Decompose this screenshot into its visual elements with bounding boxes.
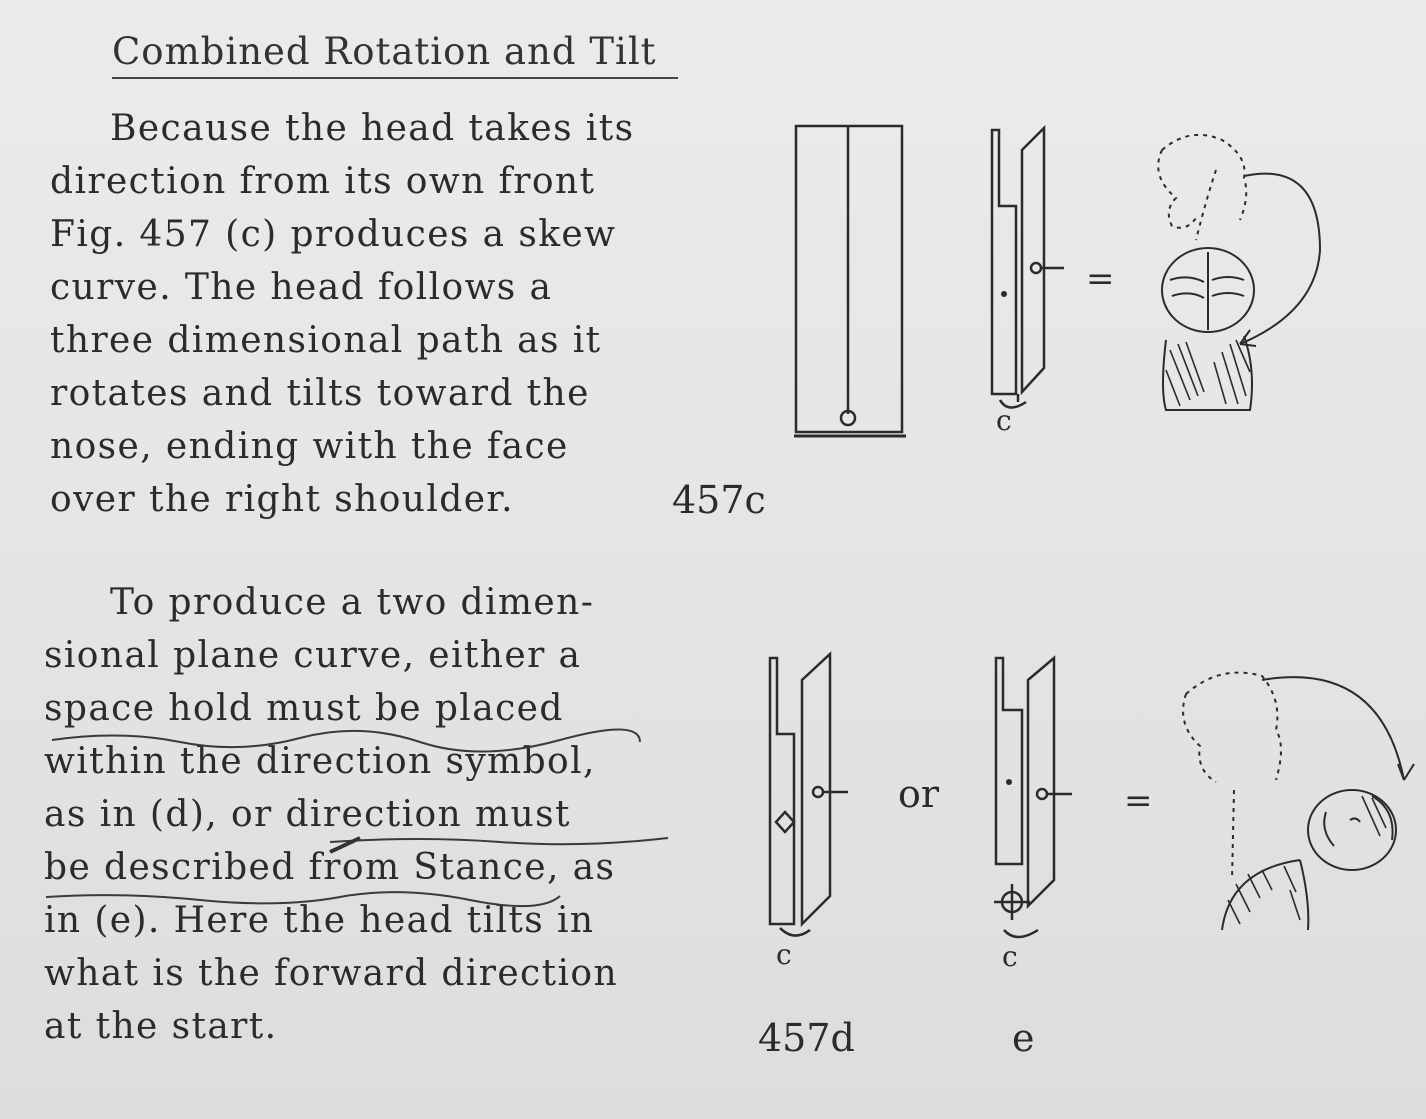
caption-e: e	[1012, 1016, 1035, 1060]
text-line: sional plane curve, either a	[44, 635, 582, 676]
head-illustration-tilt	[1182, 671, 1415, 931]
text-line: three dimensional path as it	[50, 320, 602, 361]
text-line: space hold must be placed	[44, 688, 564, 729]
paragraph-skew-curve: Because the head takes its direction fro…	[50, 108, 660, 528]
text-line: as in (d), or direction must	[44, 794, 571, 835]
text-line: within the direction symbol,	[44, 741, 596, 782]
text-line: direction from its own front	[50, 161, 596, 202]
shoulder-hatching	[1165, 339, 1251, 407]
or-label: or	[898, 772, 940, 816]
text-line: what is the forward direction	[44, 953, 619, 994]
caption-457d: 457d	[758, 1016, 855, 1060]
head-illustration-rotate	[1157, 133, 1322, 411]
paragraph-plane-curve: To produce a two dimen- sional plane cur…	[44, 582, 664, 1062]
equals-sign: =	[1086, 259, 1115, 299]
text-line: Fig. 457 (c) produces a skew	[50, 214, 617, 255]
section-heading: Combined Rotation and Tilt	[112, 30, 678, 79]
text-line: over the right shoulder.	[50, 479, 514, 520]
shoulder-hatching	[1227, 795, 1387, 925]
c-label: c	[996, 404, 1012, 437]
text-line: in (e). Here the head tilts in	[44, 900, 595, 941]
c-label: c	[776, 938, 792, 971]
text-line: nose, ending with the face	[50, 426, 569, 467]
c-label: c	[1002, 940, 1018, 973]
text-line: To produce a two dimen-	[110, 582, 595, 623]
text-line: curve. The head follows a	[50, 267, 553, 308]
text-line: Because the head takes its	[110, 108, 635, 149]
caption-457c: 457c	[672, 478, 766, 522]
text-line: at the start.	[44, 1006, 278, 1047]
text-line: rotates and tilts toward the	[50, 373, 590, 414]
text-line: be described from Stance, as	[44, 847, 616, 888]
equals-sign: =	[1124, 781, 1153, 821]
